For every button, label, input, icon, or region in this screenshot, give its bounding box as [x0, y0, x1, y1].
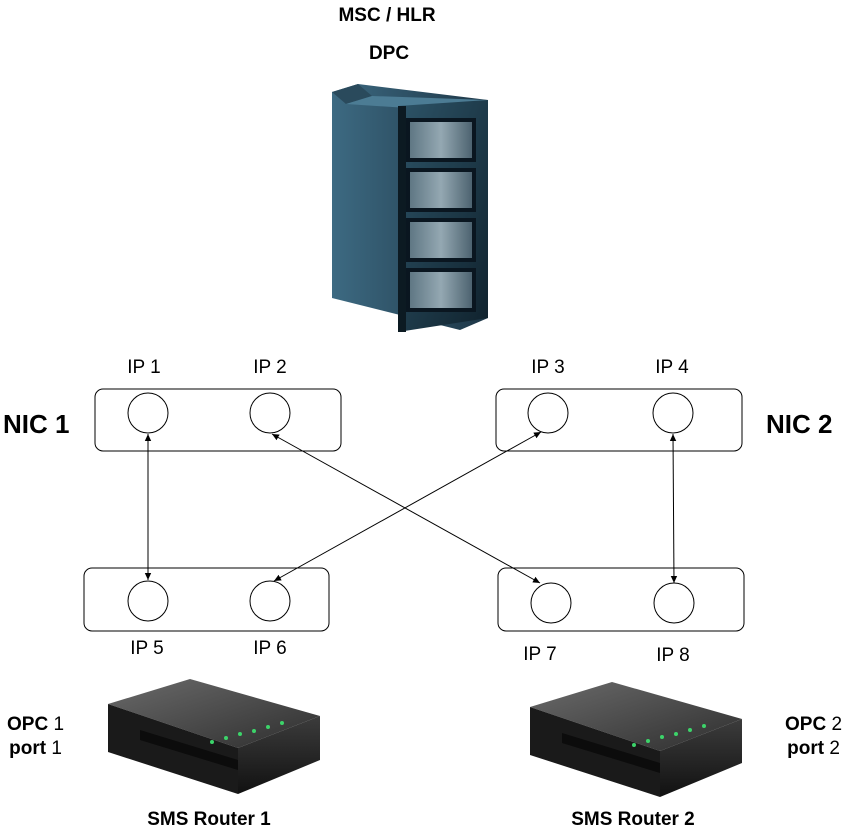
link-ip3-ip6: [273, 431, 542, 582]
router1-nic-box: [83, 567, 330, 632]
ip2-label: IP 2: [253, 357, 287, 378]
ip4-label: IP 4: [655, 357, 689, 378]
port-ip8: [653, 582, 695, 624]
nic1-label: NIC 1: [3, 409, 70, 439]
port-ip7: [530, 582, 572, 624]
ip5-label: IP 5: [130, 638, 164, 659]
ip6-label: IP 6: [253, 638, 287, 659]
router2-nic-box: [497, 567, 745, 632]
router2-icon: [530, 682, 742, 797]
nic1-box: [94, 388, 342, 452]
router2-opc-port: OPC 2 port 2: [785, 714, 843, 759]
ip3-label: IP 3: [531, 357, 565, 378]
link-ip2-ip7: [271, 433, 541, 584]
ip7-label: IP 7: [523, 644, 557, 665]
server-subtitle: DPC: [368, 43, 410, 64]
port-ip4: [652, 392, 694, 434]
server-rack-icon: [332, 84, 488, 332]
port-ip3: [527, 392, 569, 434]
port-ip6: [249, 580, 291, 622]
nic2-box: [495, 388, 743, 452]
router1-opc-port: OPC 1 port 1: [7, 714, 65, 759]
port-ip1: [127, 392, 169, 434]
port-ip2: [249, 392, 291, 434]
server-title: MSC / HLR: [338, 5, 436, 26]
ip8-label: IP 8: [656, 645, 690, 666]
router2-name: SMS Router 2: [571, 809, 695, 830]
ip1-label: IP 1: [127, 357, 161, 378]
link-ip4-ip8: [669, 433, 678, 584]
router1-name: SMS Router 1: [147, 809, 271, 830]
router1-icon: [108, 679, 320, 794]
nic2-label: NIC 2: [766, 409, 833, 439]
port-ip5: [127, 580, 169, 622]
